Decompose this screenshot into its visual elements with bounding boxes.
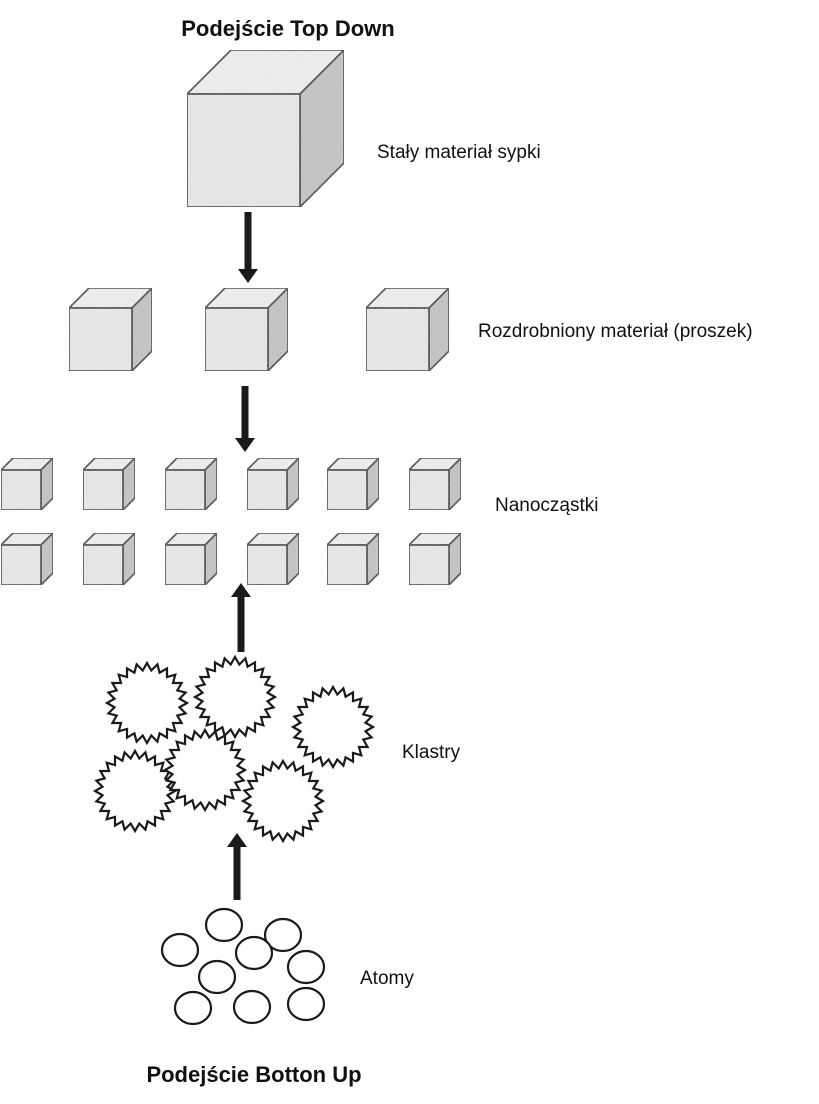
cluster-shape <box>192 654 278 740</box>
atoms-label: Atomy <box>360 968 414 989</box>
nanoparticle-cube <box>0 456 55 512</box>
cluster-shape <box>104 660 190 746</box>
arrow-up <box>227 833 247 900</box>
nanoparticle-cube <box>245 531 301 587</box>
atom-circle <box>160 932 200 968</box>
arrow-down <box>238 212 258 283</box>
nanoparticle-cube <box>407 531 463 587</box>
bulk-cube <box>185 48 346 209</box>
bulk-material-label: Stały materiał sypki <box>377 142 541 163</box>
atom-circle <box>286 986 326 1022</box>
cluster-shape <box>290 684 376 770</box>
atom-circles <box>160 907 326 1026</box>
nanoparticle-cube <box>245 456 301 512</box>
nanoparticle-cube <box>325 456 381 512</box>
powder-cube <box>364 286 451 373</box>
nanoparticle-cube <box>163 531 219 587</box>
process-arrows <box>227 212 258 900</box>
top-down-title: Podejście Top Down <box>181 16 395 41</box>
atom-circle <box>232 989 272 1025</box>
nanoparticles-label: Nanocząstki <box>495 495 599 516</box>
powder-cubes <box>67 286 451 373</box>
atom-circle <box>204 907 244 943</box>
atom-circle <box>263 917 303 953</box>
clusters-label: Klastry <box>402 742 461 763</box>
nanoparticle-cube <box>325 531 381 587</box>
atom-circle <box>197 959 237 995</box>
arrow-up <box>231 583 251 652</box>
cluster-shape <box>92 748 178 834</box>
cluster-shape <box>162 727 248 813</box>
arrow-down <box>235 386 255 452</box>
atom-circle <box>286 949 326 985</box>
bulk-material-cube <box>185 48 346 209</box>
cluster-shape <box>240 758 326 844</box>
nanoparticle-cube <box>163 456 219 512</box>
bottom-up-title: Podejście Botton Up <box>146 1062 361 1087</box>
powder-cube <box>203 286 290 373</box>
powder-cube <box>67 286 154 373</box>
atom-circle <box>173 990 213 1026</box>
atom-circle <box>234 935 274 971</box>
nanoparticle-cube <box>0 531 55 587</box>
nanoparticle-cube <box>407 456 463 512</box>
nanoparticle-cubes <box>0 456 463 587</box>
nanoparticle-cube <box>81 456 137 512</box>
powder-label: Rozdrobniony materiał (proszek) <box>478 321 753 342</box>
nanoparticle-cube <box>81 531 137 587</box>
cluster-shapes <box>92 654 376 844</box>
